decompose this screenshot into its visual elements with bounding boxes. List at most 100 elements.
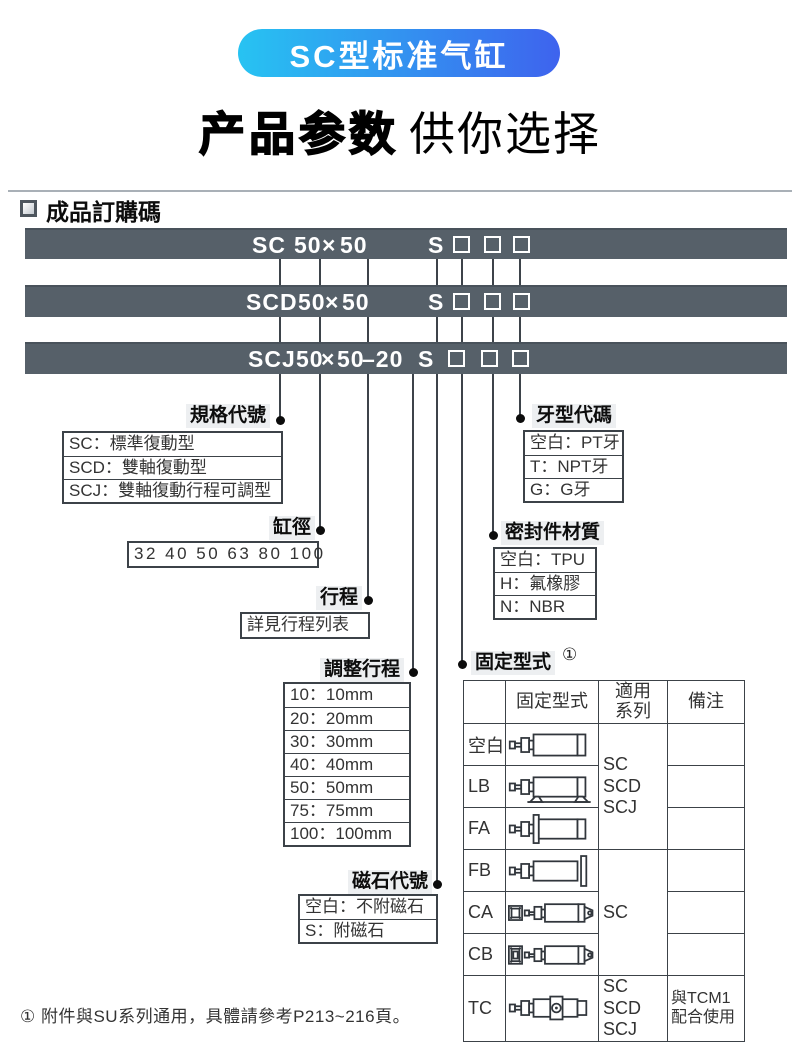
option-item: 詳見行程列表 [247,615,349,634]
option-item: 30：30mm [285,730,409,753]
leader-line-adjust-stroke [412,374,414,672]
code-adjust: –20 [362,346,404,372]
leader-line-bore [319,258,321,530]
code-stroke: 50 [337,346,365,372]
seal-material-options: 空白：TPU H：氟橡膠 N：NBR [493,547,597,620]
remark-cell [667,807,745,850]
table-row: TC SC SCD SCJ 與TCM1 配合使用 [463,975,745,1042]
option-item: 75：75mm [285,799,409,822]
code-stroke: 50 [340,232,368,258]
option-item: 100：100mm [285,822,409,845]
header-remark: 備注 [667,680,745,724]
code-multiply: × [325,289,340,315]
option-item: 空白：PT牙 [530,433,620,452]
badge-text: SC型标准气缸 [289,38,509,74]
adjust-stroke-options: 10：10mm 20：20mm 30：30mm 40：40mm 50：50mm … [283,682,411,847]
option-item: 空白：TPU [500,550,585,569]
header-type: 固定型式 [505,680,599,724]
label-adjust-stroke: 調整行程 [319,658,404,682]
option-item: 10：10mm [290,685,374,704]
mount-code: CB [463,933,506,976]
remark-cell [667,765,745,808]
mount-code: FB [463,849,506,892]
remark-cell [667,933,745,976]
code-series: SC [252,232,286,258]
header-code [463,680,506,724]
magnet-code-options: 空白：不附磁石 S：附磁石 [298,894,438,944]
bullet-mounting [458,660,467,669]
series-cell: SC [598,849,668,976]
cylinder-clevis-single-icon [505,891,599,934]
label-thread-code: 牙型代碼 [532,404,617,428]
leader-line-stroke [367,258,369,600]
option-item: G：G牙 [525,478,622,501]
page-footnote: ① 附件與SU系列通用，具體請參考P213~216頁。 [20,1007,411,1026]
cylinder-front-flange-icon [505,807,599,850]
cylinder-foot-mount-icon [505,765,599,808]
label-stroke: 行程 [315,586,362,610]
label-bore: 缸徑 [268,516,315,540]
option-item: SCD：雙軸復動型 [64,456,281,479]
stroke-options: 詳見行程列表 [240,612,370,639]
option-item: 20：20mm [285,707,409,730]
label-mounting-type: 固定型式 [471,651,556,675]
code-series: SCD [246,289,298,315]
table-row: CB [463,933,745,976]
remark-cell [667,849,745,892]
leader-line-thread [519,258,521,418]
spec-code-options: SC：標準復動型 SCD：雙軸復動型 SCJ：雙軸復動行程可調型 [62,431,283,504]
label-seal-material: 密封件材質 [501,521,605,545]
bullet-stroke [364,596,373,605]
code-bore: 50 [298,289,326,315]
mount-code: 空白 [463,723,506,766]
product-series-badge: SC型标准气缸 [238,29,560,77]
option-item: SCJ：雙軸復動行程可調型 [64,479,281,502]
order-code-bar-sc: SC 50 × 50 S [25,228,787,259]
option-item: H：氟橡膠 [495,572,595,595]
section-divider [8,190,792,192]
blank-code-box [448,350,465,367]
bore-options: 32 40 50 63 80 100 [127,541,323,568]
blank-code-box [481,350,498,367]
bullet-magnet [433,880,442,889]
option-item: 50：50mm [285,776,409,799]
label-magnet-code: 磁石代號 [347,870,432,894]
option-item: N：NBR [495,595,595,618]
bullet-thread [516,414,525,423]
page-title: 产品参数供你选择 [0,98,800,164]
remark-cell: 與TCM1 配合使用 [667,975,745,1042]
leader-line-magnet [436,258,438,884]
remark-cell [667,723,745,766]
code-multiply: × [322,232,337,258]
code-magnet: S [428,289,445,315]
bullet-bore [316,526,325,535]
cylinder-basic-icon [505,723,599,766]
table-row: CA [463,891,745,934]
series-cell: SC SCD SCJ [598,723,668,850]
order-code-bar-scj: SCJ 50 × 50 –20 S [25,342,787,374]
bullet-adjust-stroke [409,668,418,677]
table-header-row: 固定型式 適用 系列 備注 [463,680,745,724]
option-item: 空白：不附磁石 [305,897,424,916]
mount-code: FA [463,807,506,850]
order-code-bar-scd: SCD 50 × 50 S [25,285,787,317]
mount-code: CA [463,891,506,934]
series-cell: SC SCD SCJ [598,975,668,1042]
page-title-emphasis: 产品参数 [198,107,399,161]
mounting-footnote-ref: ① [562,645,578,664]
thread-code-options: 空白：PT牙 T：NPT牙 G：G牙 [523,430,624,503]
remark-cell [667,891,745,934]
page-title-normal: 供你选择 [409,108,601,160]
blank-code-box [484,293,501,310]
leader-line-seal [492,258,494,535]
code-bore: 50 [296,346,324,372]
table-row: FB SC [463,849,745,976]
header-series: 適用 系列 [598,680,668,724]
leader-line-mounting [461,258,463,664]
blank-code-box [453,236,470,253]
bullet-seal [489,531,498,540]
mounting-type-table: 固定型式 適用 系列 備注 空白 SC SCD SCJ LB FA FB SC [463,680,745,1042]
label-spec-code: 規格代號 [185,404,270,428]
blank-code-box [513,236,530,253]
mount-code: TC [463,975,506,1042]
